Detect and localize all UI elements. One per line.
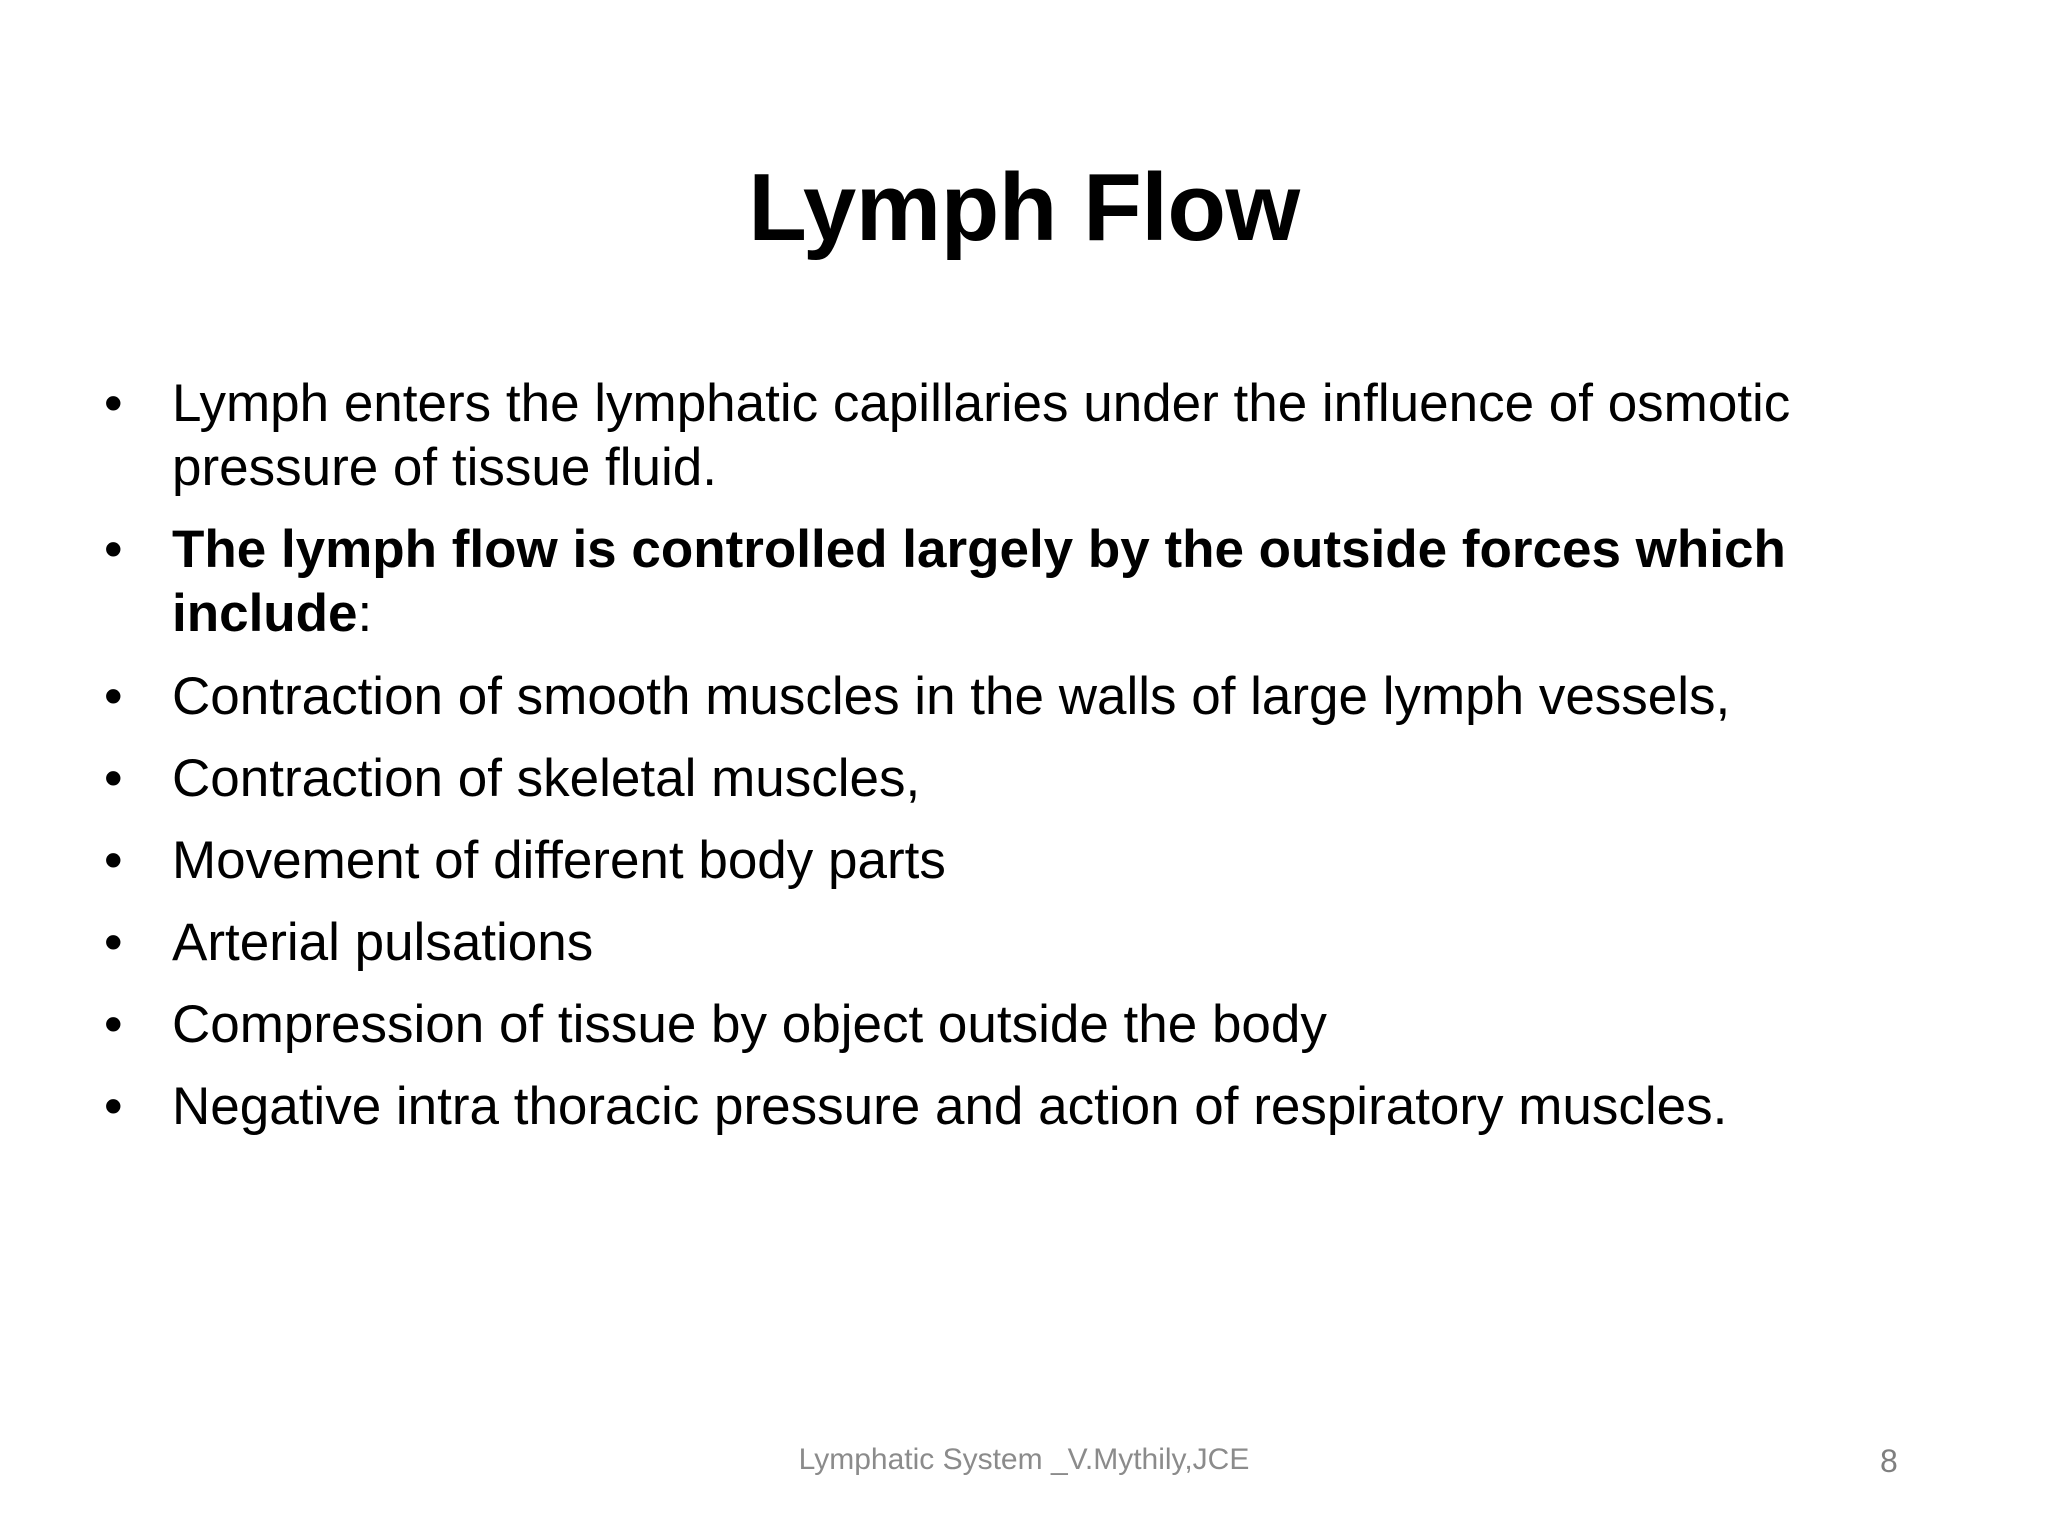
bullet-point-icon: • <box>104 830 123 890</box>
list-item-text: Movement of different body parts <box>172 830 946 890</box>
list-item: • Arterial pulsations <box>96 911 1956 975</box>
page-number: 8 <box>1880 1443 1898 1479</box>
bullet-point-icon: • <box>104 912 123 972</box>
list-item: • Negative intra thoracic pressure and a… <box>96 1075 1956 1139</box>
list-item-text: Contraction of skeletal muscles, <box>172 748 921 808</box>
bullet-point-icon: • <box>104 666 123 726</box>
list-item-text: Arterial pulsations <box>172 912 594 972</box>
bullet-list: • Lymph enters the lymphatic capillaries… <box>96 372 1956 1139</box>
list-item: • Lymph enters the lymphatic capillaries… <box>96 372 1956 500</box>
list-item: • Compression of tissue by object outsid… <box>96 993 1956 1057</box>
list-item-text-bold: The lymph flow is controlled largely by … <box>172 520 1786 644</box>
list-item: • Contraction of smooth muscles in the w… <box>96 665 1956 729</box>
list-item-text: Negative intra thoracic pressure and act… <box>172 1077 1728 1137</box>
list-item-text-tail: : <box>357 584 373 644</box>
page-title: Lymph Flow <box>748 154 1300 262</box>
list-item: • Movement of different body parts <box>96 829 1956 893</box>
bullet-point-icon: • <box>104 748 123 808</box>
bullet-point-icon: • <box>104 1077 123 1137</box>
list-item: • Contraction of skeletal muscles, <box>96 747 1956 811</box>
bullet-point-icon: • <box>104 995 123 1054</box>
bullet-point-icon: • <box>104 374 123 433</box>
bullet-point-icon: • <box>104 520 123 580</box>
list-item-text: The lymph flow is controlled largely by … <box>172 518 1956 646</box>
list-item-text: Compression of tissue by object outside … <box>172 995 1327 1054</box>
list-item: • The lymph flow is controlled largely b… <box>96 518 1956 646</box>
slide-footer: Lymphatic System _V.Mythily,JCE <box>798 1443 1250 1476</box>
list-item-text: Contraction of smooth muscles in the wal… <box>172 666 1731 726</box>
list-item-text: Lymph enters the lymphatic capillaries u… <box>172 374 1791 498</box>
